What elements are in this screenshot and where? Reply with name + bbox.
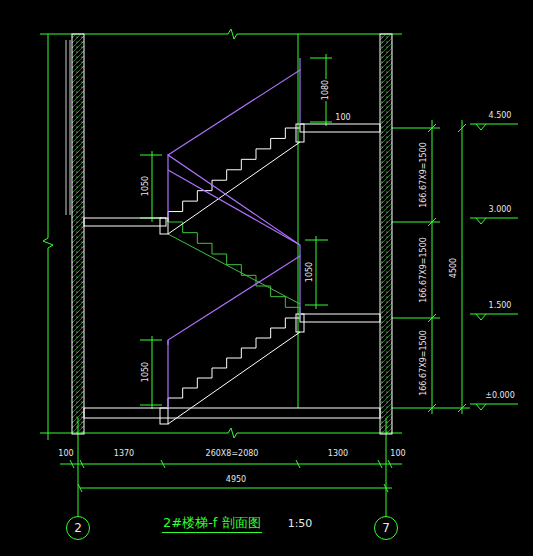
scale-label: 1:50 [287, 518, 314, 530]
dimension-label: 100 [57, 450, 74, 459]
stair-flight [168, 318, 300, 408]
dimension-label: 1050 [306, 261, 315, 283]
dimension-label: 166.67X9=1500 [420, 141, 429, 209]
flight-soffit [168, 142, 300, 234]
dimension-label: 1080 [322, 79, 331, 101]
drawing-title: 2#楼梯-f 剖面图 [162, 514, 262, 533]
dimension-label: 1050 [142, 175, 151, 197]
elevation-label: ±0.000 [484, 392, 516, 401]
dimension-label: 1050 [142, 361, 151, 383]
dimension-label: 100 [334, 114, 351, 123]
dimension-label: 260X8=2080 [205, 450, 260, 459]
dimension-label: 166.67X9=1500 [420, 236, 429, 304]
dimension-label: 1300 [327, 450, 349, 459]
dimension-label: 166.67X9=1500 [420, 329, 429, 397]
axis-circle: 7 [374, 516, 398, 540]
axis-number: 2 [74, 521, 82, 535]
dimension-label: 100 [389, 450, 406, 459]
dimension-label: 4500 [450, 257, 459, 279]
axis-circle: 2 [66, 516, 90, 540]
elevation-label: 4.500 [488, 112, 513, 121]
dimension-label: 4950 [225, 476, 247, 485]
stair-flight [168, 222, 300, 318]
elevation-label: 1.500 [488, 302, 513, 311]
dimension-label: 1370 [113, 450, 135, 459]
axis-number: 7 [382, 521, 390, 535]
elevation-label: 3.000 [488, 206, 513, 215]
flight-soffit [168, 332, 300, 424]
